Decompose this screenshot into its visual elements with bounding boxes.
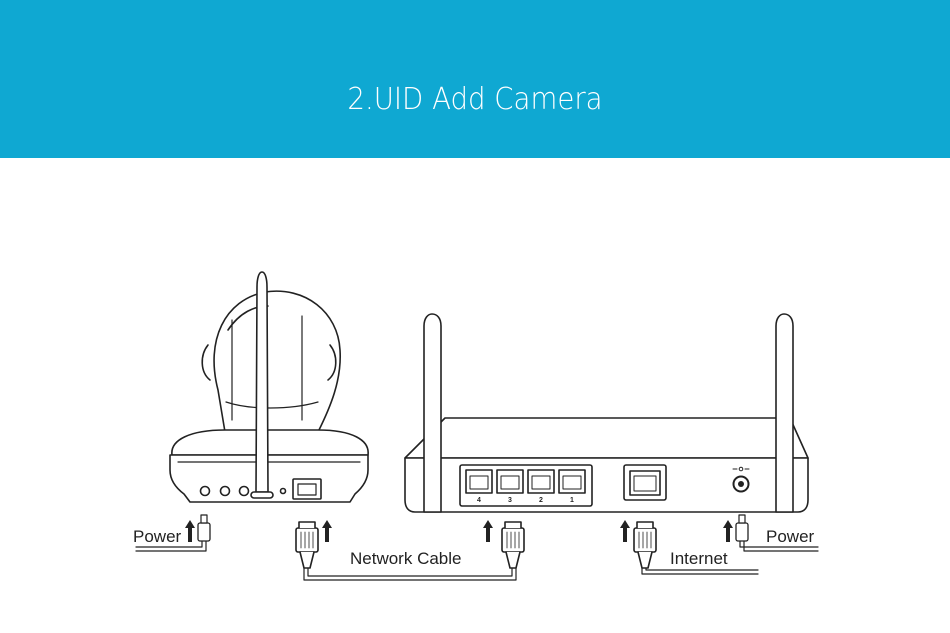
ip-camera xyxy=(169,271,369,503)
arrow-icon xyxy=(620,520,733,542)
arrow-icon xyxy=(185,520,195,542)
arrow-icon xyxy=(322,520,493,542)
network-cable-label: Network Cable xyxy=(350,549,462,568)
power-cable-right xyxy=(735,514,819,552)
network-cable xyxy=(295,521,525,581)
power-cable-left xyxy=(135,514,211,552)
power-label-right: Power xyxy=(766,527,815,546)
page-title: 2.UID Add Camera xyxy=(347,82,603,117)
internet-label: Internet xyxy=(670,549,728,568)
connection-diagram: 4 3 2 1 xyxy=(0,158,950,633)
power-label-left: Power xyxy=(133,527,182,546)
port-number-2: 2 xyxy=(539,497,543,504)
port-number-1: 1 xyxy=(570,497,574,504)
internet-cable xyxy=(633,521,759,575)
port-number-3: 3 xyxy=(508,497,512,504)
header-banner xyxy=(0,0,950,158)
diagram-svg: 4 3 2 1 xyxy=(133,271,819,581)
wireless-router xyxy=(404,313,809,513)
port-number-4: 4 xyxy=(477,497,481,504)
